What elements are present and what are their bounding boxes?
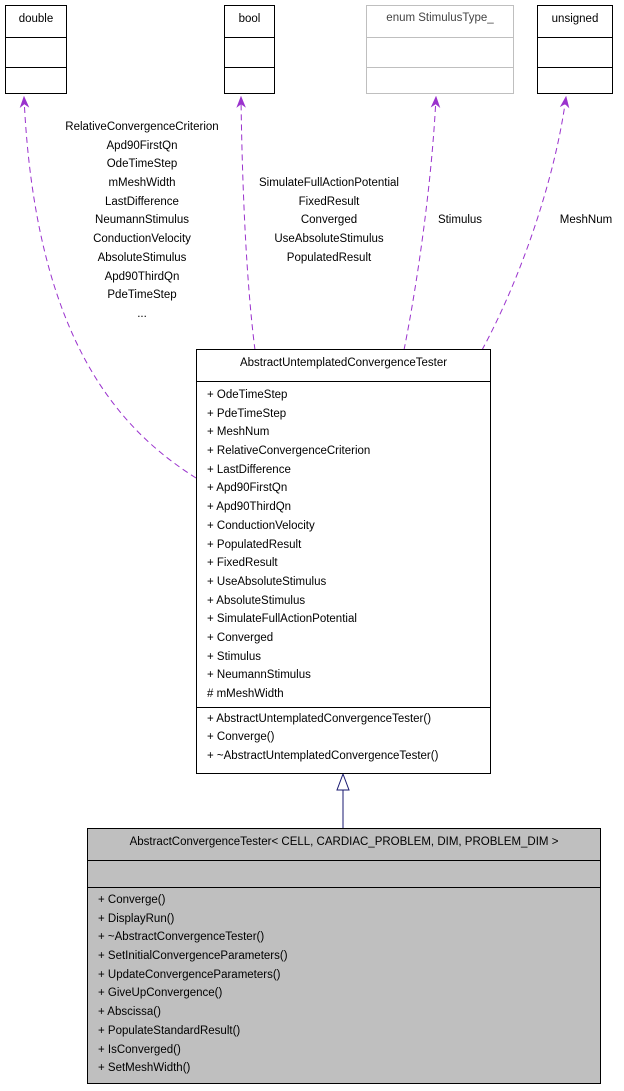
class-name: AbstractUntemplatedConvergenceTester (239, 357, 448, 369)
method: + PopulateStandardResult() (98, 1024, 241, 1037)
attribute-list (88, 860, 600, 887)
attribute: + Converged (207, 631, 274, 644)
edge-label-enum: Stimulus (420, 211, 500, 230)
member-name: FixedResult (298, 195, 360, 208)
member-name: Converged (300, 214, 358, 227)
attribute: + PdeTimeStep (207, 407, 287, 420)
attribute: + OdeTimeStep (207, 389, 288, 401)
type-name: bool (238, 13, 261, 25)
type-name: enum StimulusType_ (386, 12, 494, 24)
attribute: + PopulatedResult (207, 538, 302, 551)
method: + ~AbstractConvergenceTester() (98, 931, 265, 944)
member-name: AbsoluteStimulus (97, 251, 187, 264)
method-list: + Converge() + DisplayRun() + ~AbstractC… (88, 887, 600, 1078)
type-box-unsigned: unsigned (537, 5, 613, 94)
attribute: + Apd90FirstQn (207, 482, 288, 495)
method: + IsConverged() (98, 1043, 181, 1056)
member-name: ... (137, 307, 147, 320)
member-name: ConductionVelocity (93, 233, 191, 246)
class-name: AbstractConvergenceTester< CELL, CARDIAC… (129, 836, 559, 848)
member-name: mMeshWidth (108, 177, 176, 190)
member-name: PdeTimeStep (107, 289, 177, 302)
class-box-derived: AbstractConvergenceTester< CELL, CARDIAC… (87, 828, 601, 1084)
attribute: + UseAbsoluteStimulus (207, 575, 327, 588)
method: + Abscissa() (98, 1006, 161, 1019)
method: + AbstractUntemplatedConvergenceTester() (207, 712, 432, 725)
attribute: + FixedResult (207, 557, 278, 570)
attribute: + AbsoluteStimulus (207, 594, 306, 607)
edge-enum (403, 95, 441, 351)
method: + Converge() (98, 894, 166, 906)
member-name: Apd90ThirdQn (104, 270, 180, 283)
inheritance-arrowhead (336, 772, 350, 791)
type-box-bool: bool (224, 5, 275, 94)
edge-double (19, 95, 197, 479)
edge-label-double: RelativeConvergenceCriterion Apd90FirstQ… (42, 118, 242, 324)
method: + DisplayRun() (98, 912, 175, 925)
member-name: UseAbsoluteStimulus (274, 233, 384, 246)
method: + SetInitialConvergenceParameters() (98, 950, 288, 963)
member-name: OdeTimeStep (106, 158, 178, 171)
member-name: SimulateFullActionPotential (259, 177, 399, 189)
member-name: Apd90FirstQn (106, 139, 178, 152)
method: + GiveUpConvergence() (98, 987, 223, 1000)
method-list: + AbstractUntemplatedConvergenceTester()… (197, 706, 490, 766)
attribute: + SimulateFullActionPotential (207, 613, 357, 626)
attribute: + Apd90ThirdQn (207, 501, 292, 514)
attribute: + MeshNum (207, 426, 270, 439)
class-box-base: AbstractUntemplatedConvergenceTester + O… (196, 349, 491, 774)
member-name: Stimulus (437, 214, 483, 226)
member-name: PopulatedResult (286, 251, 372, 264)
edge-unsigned (481, 95, 570, 351)
member-name: LastDifference (105, 195, 179, 208)
attribute: + LastDifference (207, 463, 291, 476)
member-name: NeumannStimulus (95, 214, 189, 227)
attribute-list: + OdeTimeStep + PdeTimeStep + MeshNum + … (197, 381, 490, 707)
method: + UpdateConvergenceParameters() (98, 968, 281, 981)
attribute: + RelativeConvergenceCriterion (207, 445, 371, 458)
type-box-enum: enum StimulusType_ (366, 5, 514, 94)
edge-label-unsigned: MeshNum (550, 211, 622, 230)
edge-bool (236, 95, 256, 351)
member-name: MeshNum (559, 214, 613, 226)
type-name: double (18, 13, 54, 25)
attribute: + ConductionVelocity (207, 519, 315, 532)
attribute: + Stimulus (207, 650, 262, 663)
method: + SetMeshWidth() (98, 1062, 191, 1075)
type-name: unsigned (551, 13, 599, 25)
type-box-double: double (5, 5, 67, 94)
attribute: + NeumannStimulus (207, 669, 311, 682)
method: + ~AbstractUntemplatedConvergenceTester(… (207, 750, 439, 763)
method: + Converge() (207, 731, 275, 744)
attribute: # mMeshWidth (207, 688, 284, 700)
member-name: RelativeConvergenceCriterion (65, 121, 219, 133)
edge-label-bool: SimulateFullActionPotential FixedResult … (234, 174, 424, 267)
